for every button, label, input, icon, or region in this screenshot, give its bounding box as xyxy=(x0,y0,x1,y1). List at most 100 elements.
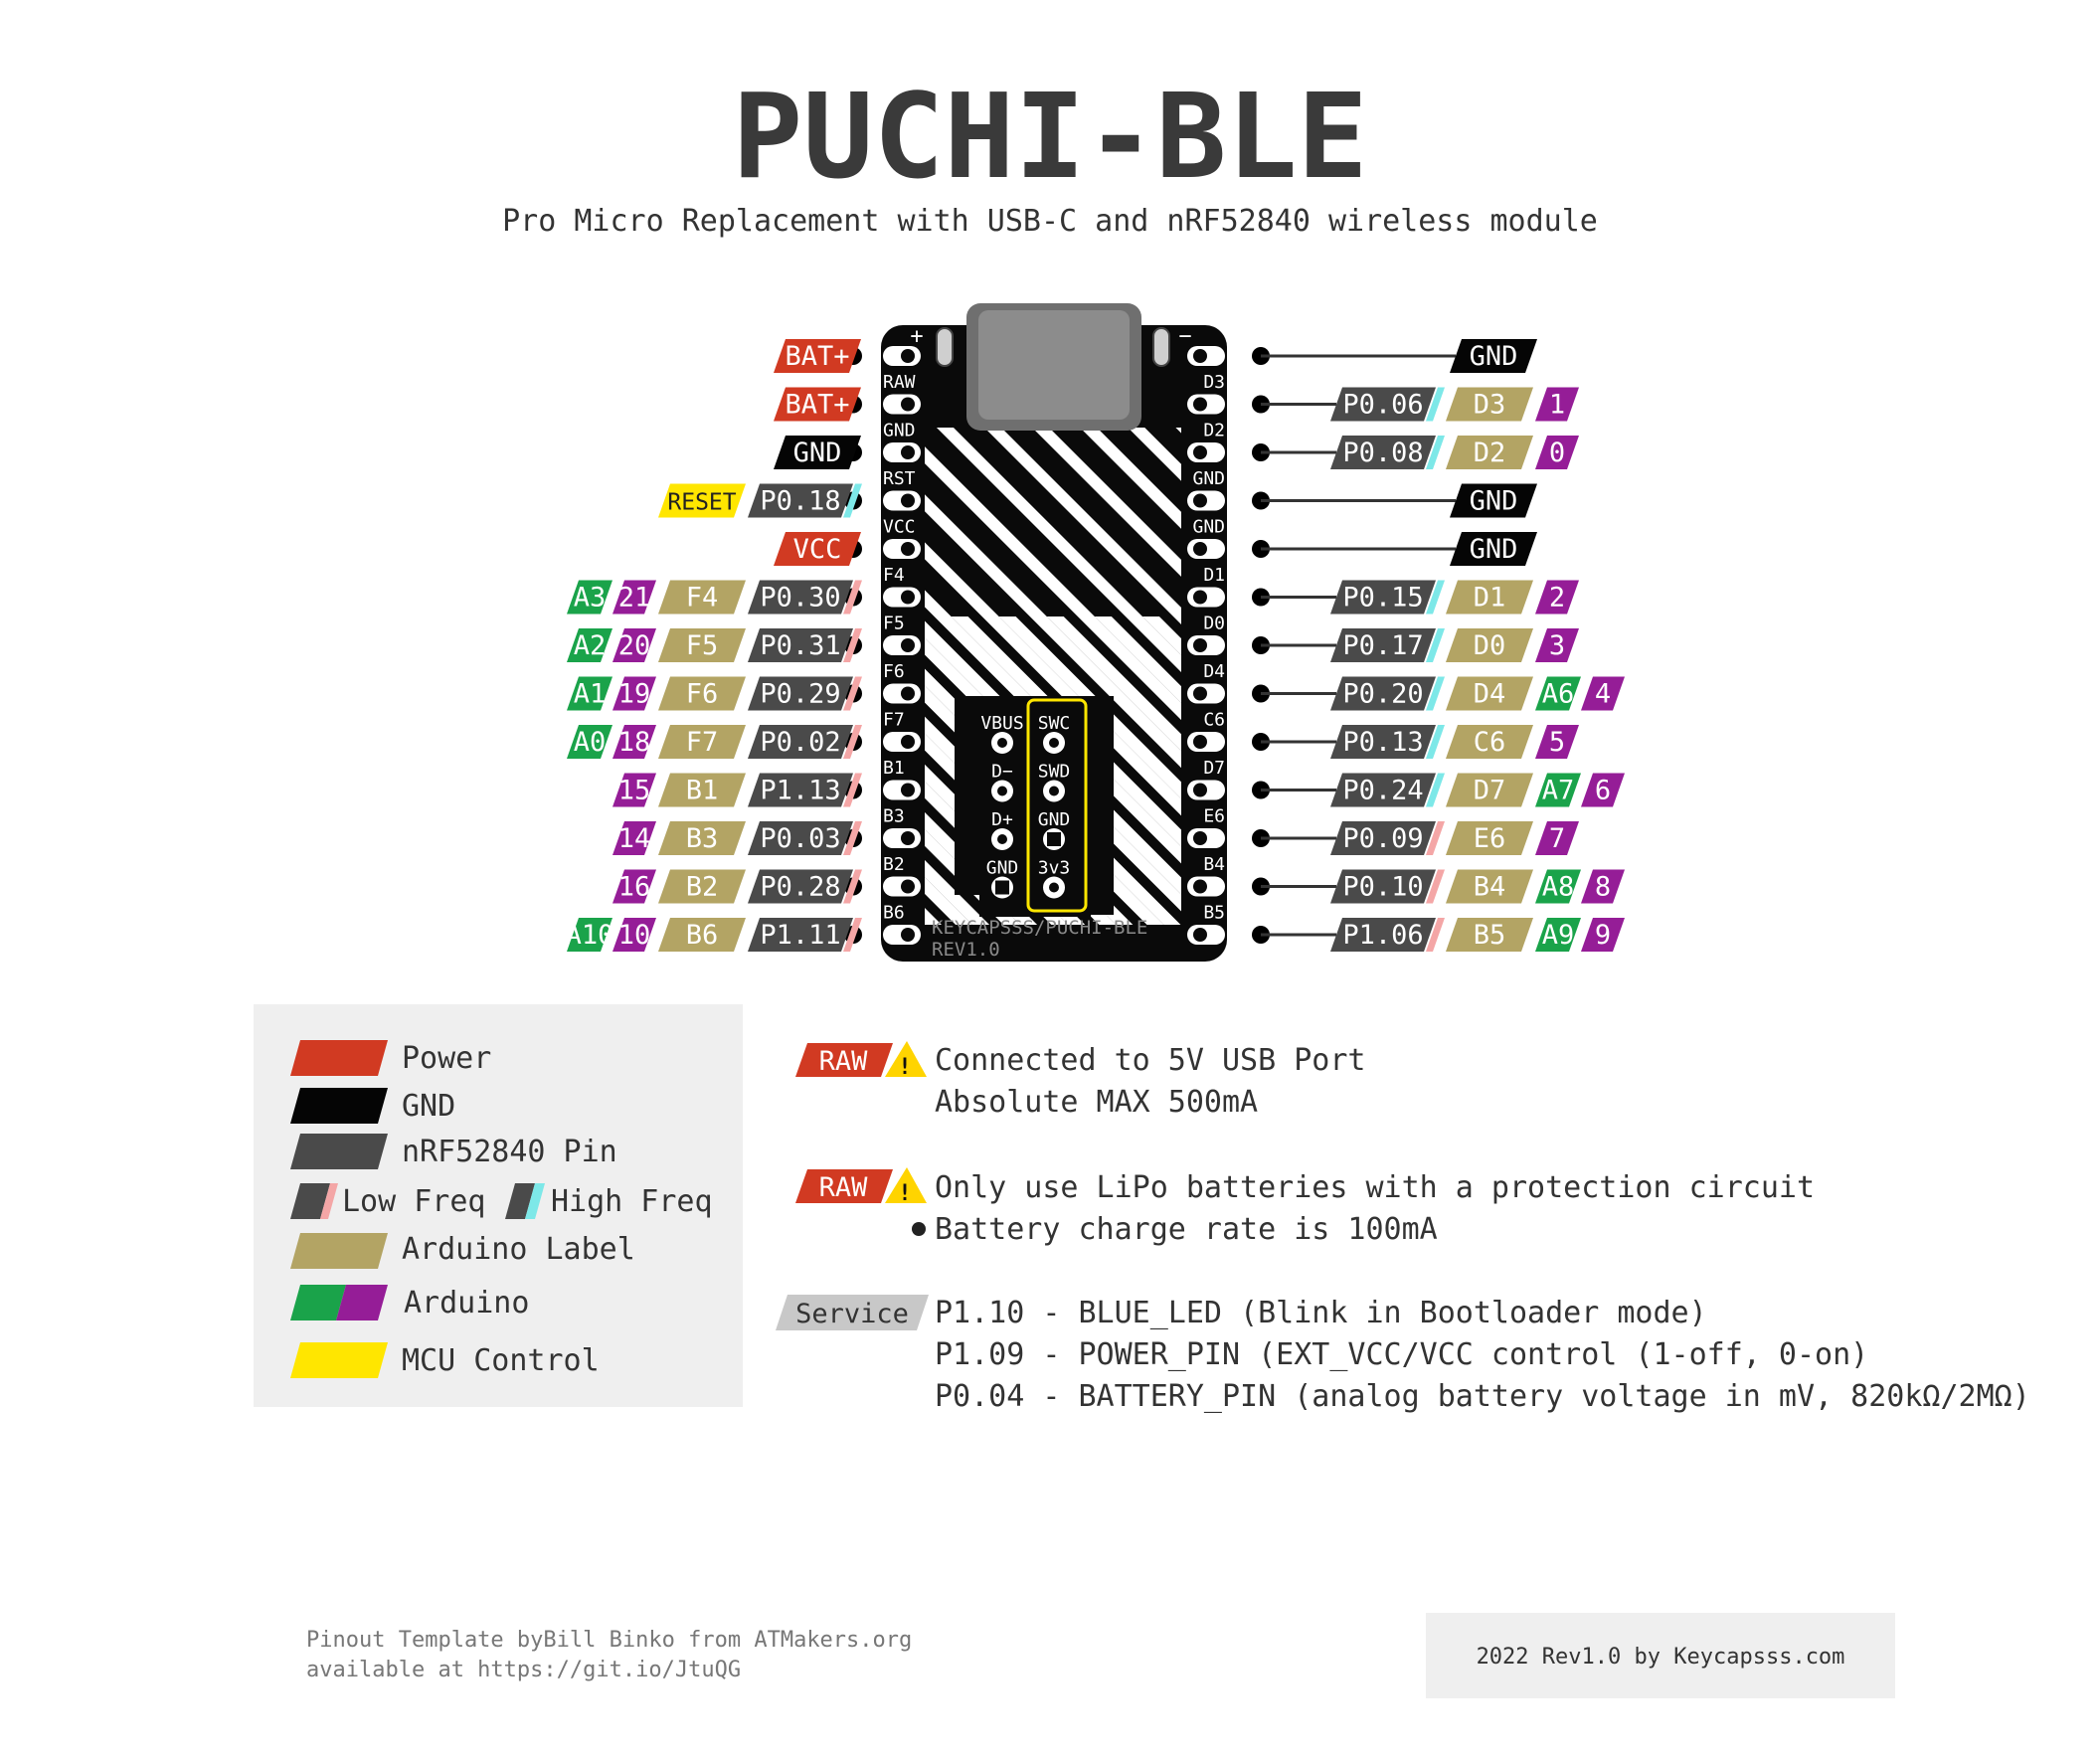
pin-label-text: F7 xyxy=(686,727,719,758)
pin-label-ard xyxy=(1446,773,1533,807)
pin-label-digital xyxy=(1581,676,1625,711)
freq-stripe-low xyxy=(843,918,862,952)
note-2-line-2: Battery charge rate is 100mA xyxy=(935,1212,1438,1247)
board-right-pin-label: D7 xyxy=(1203,758,1225,779)
pin-label-digital xyxy=(612,918,656,952)
pin-label-text: A6 xyxy=(1542,679,1575,710)
left-pin-hole xyxy=(901,638,915,652)
pin-label-digital xyxy=(1581,918,1625,952)
board-left-pin-label: VCC xyxy=(883,517,916,538)
header-hole xyxy=(997,738,1007,748)
header-hole xyxy=(1049,786,1059,796)
board-right-pin-label: GND xyxy=(1192,468,1225,489)
left-pin-hole xyxy=(901,397,915,412)
pin-label-power xyxy=(774,387,861,422)
pin-label-text: 21 xyxy=(618,583,651,614)
pin-label-text: GND xyxy=(1470,534,1518,565)
right-pin-hole xyxy=(1193,928,1207,942)
warning-icon-2-mark: ! xyxy=(898,1181,911,1206)
pin-label-text: 15 xyxy=(618,776,651,806)
legend-gnd-swatch xyxy=(290,1088,388,1124)
pin-label-text: F6 xyxy=(686,679,719,710)
raw-tag-2-text: RAW xyxy=(819,1172,869,1203)
pin-label-nrf xyxy=(748,628,853,662)
page-subtitle: Pro Micro Replacement with USB-C and nRF… xyxy=(502,204,1598,239)
right-pin-row: GND xyxy=(1252,483,1537,518)
board-left-pin-label: RAW xyxy=(883,372,916,393)
header-hole-square xyxy=(995,880,1009,895)
legend-arduino-text: Arduino xyxy=(404,1286,529,1320)
board-left-pin-label: F4 xyxy=(883,565,905,586)
note-1-line-2: Absolute MAX 500mA xyxy=(935,1085,1258,1120)
pin-label-text: A3 xyxy=(574,583,607,614)
pin-label-analog xyxy=(1535,918,1581,952)
pin-label-text: P0.28 xyxy=(760,872,840,903)
pin-label-text: P1.06 xyxy=(1342,920,1423,951)
pin-label-text: P0.02 xyxy=(760,727,840,758)
pin-label-ard xyxy=(658,918,746,952)
pin-label-text: F4 xyxy=(686,583,719,614)
pin-label-ard xyxy=(1446,436,1533,469)
pin-label-ard xyxy=(658,773,746,807)
battery-minus-mark: − xyxy=(1178,324,1191,349)
service-line-1: P1.10 - BLUE_LED (Blink in Bootloader mo… xyxy=(935,1296,1707,1330)
board-right-pin-label: D3 xyxy=(1203,372,1225,393)
header-left-label: D+ xyxy=(991,809,1013,830)
header-hole xyxy=(997,834,1007,844)
right-pin-hole xyxy=(1193,735,1207,749)
pin-label-text: B6 xyxy=(686,920,719,951)
pin-label-text: P0.20 xyxy=(1342,679,1423,710)
pin-label-text: GND xyxy=(793,438,842,468)
pin-label-ard xyxy=(658,676,746,711)
pin-label-text: D4 xyxy=(1474,679,1506,710)
pin-label-digital xyxy=(612,773,656,807)
right-pin-hole xyxy=(1193,879,1207,894)
pin-label-text: P0.30 xyxy=(760,583,840,614)
left-pin-hole xyxy=(901,445,915,459)
bullet-icon xyxy=(912,1222,926,1236)
pin-label-digital xyxy=(1535,436,1579,469)
left-pin-hole xyxy=(901,879,915,894)
pin-label-text: P1.11 xyxy=(760,920,840,951)
warning-icon-1-mark: ! xyxy=(898,1055,911,1080)
pin-label-ard xyxy=(1446,387,1533,422)
freq-stripe-high xyxy=(843,483,862,518)
pin-label-nrf xyxy=(748,869,853,904)
pin-label-ard xyxy=(658,580,746,615)
pin-label-text: GND xyxy=(1470,486,1518,517)
freq-stripe-low xyxy=(843,869,862,904)
legend-power-swatch xyxy=(290,1040,388,1076)
freq-stripe-low xyxy=(1426,821,1445,855)
freq-stripe-low xyxy=(1426,918,1445,952)
freq-stripe-low xyxy=(1426,869,1445,904)
legend-power-label: Power xyxy=(402,1041,491,1076)
pin-label-nrf xyxy=(1330,773,1436,807)
legend-nrf-swatch xyxy=(290,1134,388,1169)
mount-hole-left xyxy=(936,327,954,367)
page-title: PUCHI-BLE xyxy=(732,68,1367,205)
board-left-pin-label: F6 xyxy=(883,661,905,682)
service-line-3: P0.04 - BATTERY_PIN (analog battery volt… xyxy=(935,1379,2030,1414)
pin-label-text: B3 xyxy=(686,823,719,854)
header-right-label: SWC xyxy=(1038,713,1071,734)
pin-label-ard xyxy=(1446,869,1533,904)
pin-label-text: A1 xyxy=(574,679,607,710)
pin-label-nrf xyxy=(748,821,853,855)
pin-label-power xyxy=(774,339,861,373)
pin-label-nrf xyxy=(1330,869,1436,904)
left-pin-hole xyxy=(901,493,915,508)
pin-label-ard xyxy=(1446,725,1533,759)
right-pin-hole xyxy=(1193,783,1207,797)
pin-label-digital xyxy=(1581,869,1625,904)
legend-low-freq-label: Low Freq xyxy=(342,1184,486,1219)
